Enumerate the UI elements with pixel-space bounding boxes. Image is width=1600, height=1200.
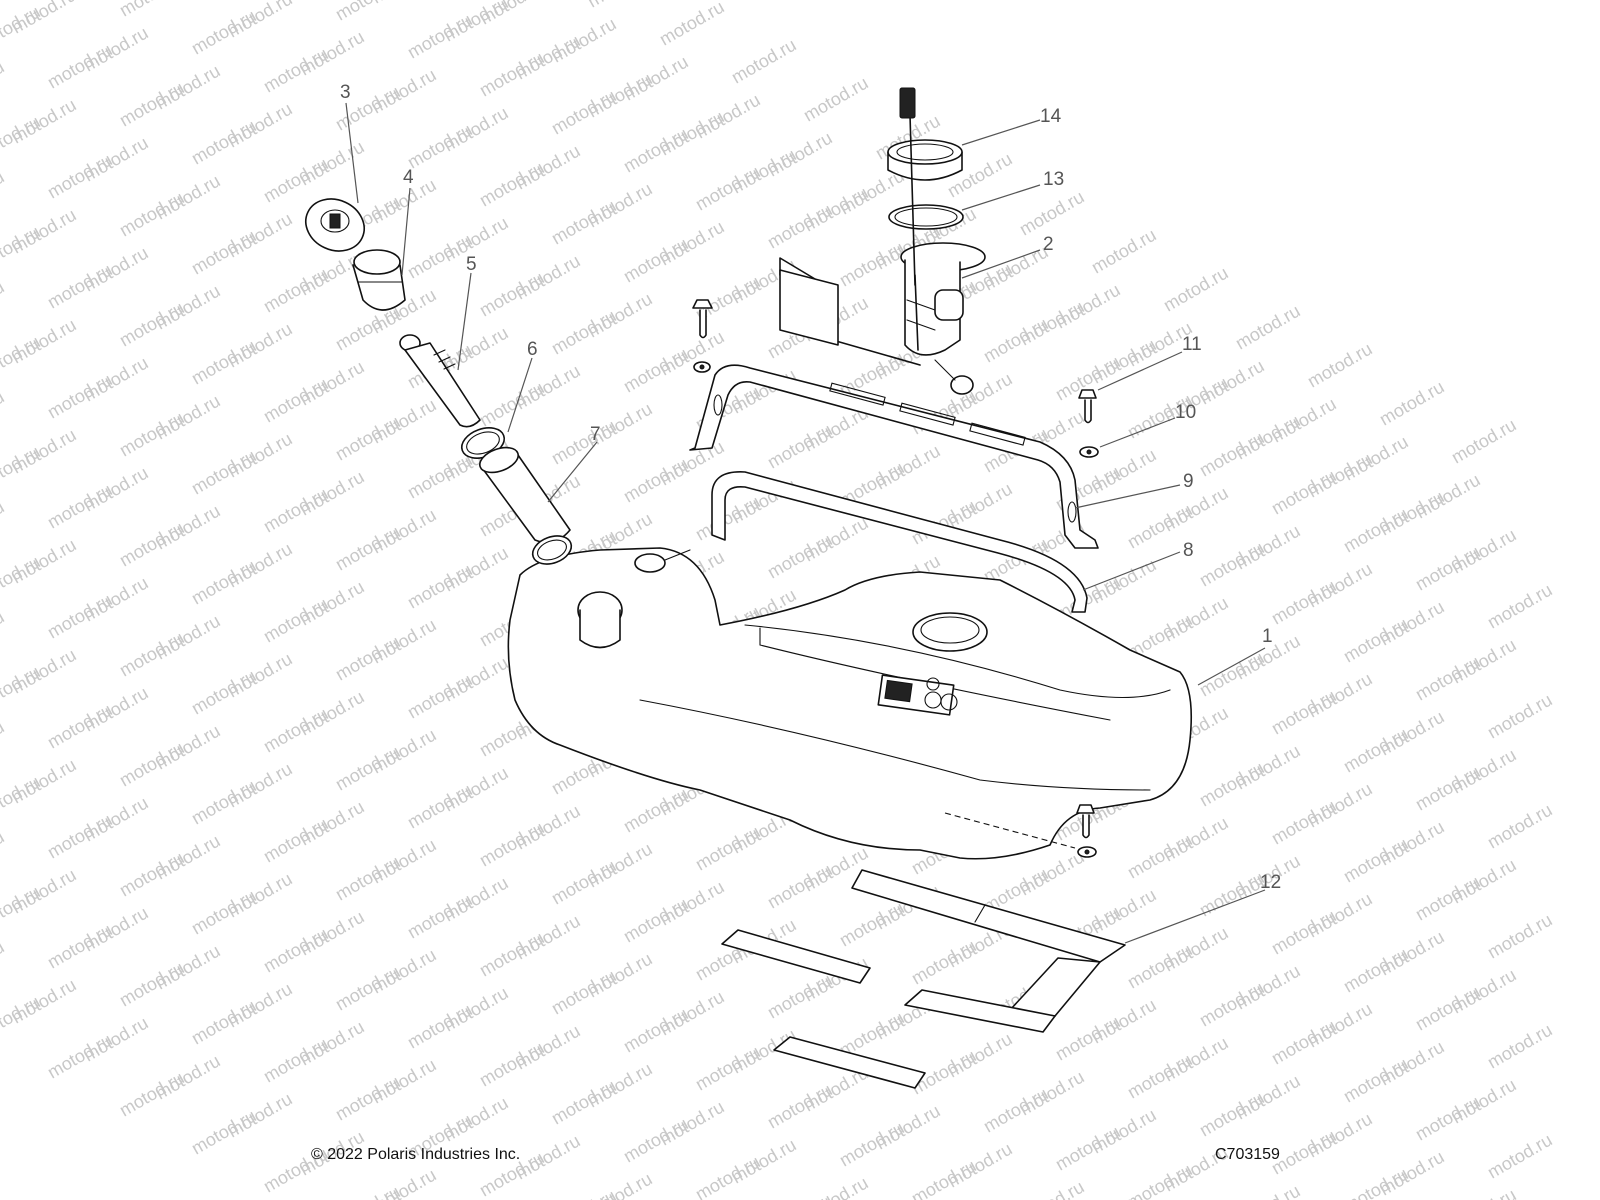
callout-number: 9 (1183, 471, 1194, 492)
watermark-text: motod.ru (0, 662, 44, 715)
callout-3: 3 (340, 82, 359, 204)
watermark-text: motod.ru (800, 1173, 872, 1200)
callout-number: 5 (466, 254, 477, 275)
watermark-text: motod.ru (0, 992, 44, 1045)
callout-number: 3 (340, 82, 351, 103)
watermark-text: motod.ru (0, 772, 44, 825)
bolt-right (1078, 389, 1099, 458)
callout-number: 2 (1043, 234, 1054, 255)
watermark-text: motod.ru (908, 1156, 980, 1200)
pump-lock-ring (887, 87, 963, 286)
filler-pipe (404, 342, 481, 428)
watermark-text: motod.ru (1016, 1177, 1088, 1200)
watermark-text: motod.ru (1340, 1164, 1412, 1200)
watermark-text: motod.ru (764, 1190, 836, 1200)
bolt-left (692, 299, 713, 373)
fuel-cap (305, 198, 365, 252)
watermark-text: motod.ru (1304, 339, 1376, 392)
watermark-text: motod.ru (0, 112, 44, 165)
watermark-text: motod.ru (1016, 187, 1088, 240)
callout-10: 10 (1099, 402, 1196, 448)
tank-strap-upper (689, 364, 1099, 549)
callout-number: 11 (1182, 334, 1202, 355)
callout-8: 8 (1082, 540, 1194, 591)
watermark-text: motod.ru (0, 277, 8, 330)
watermark-text: motod.ru (0, 717, 8, 770)
callout-number: 7 (590, 424, 601, 445)
callout-number: 12 (1260, 872, 1281, 893)
fuel-pump-assembly (779, 242, 986, 395)
watermark-text: motod.ru (1484, 580, 1556, 633)
callout-9: 9 (1074, 471, 1194, 509)
callout-2: 2 (961, 234, 1054, 279)
tank-pads (721, 869, 1126, 1089)
watermark-layer: motod.rumotod.rumotod.rumotod.rumotod.ru… (0, 0, 1556, 1200)
callout-7: 7 (547, 424, 601, 503)
watermark-text: motod.ru (0, 387, 8, 440)
callout-12: 12 (1124, 872, 1281, 944)
watermark-text: motod.ru (0, 167, 8, 220)
watermark-text: motod.ru (332, 0, 404, 24)
watermark-text: motod.ru (800, 73, 872, 126)
watermark-text: motod.ru (0, 222, 44, 275)
callout-1: 1 (1197, 626, 1273, 686)
watermark-text: motod.ru (1160, 263, 1232, 316)
watermark-text: motod.ru (656, 0, 728, 49)
watermark-text: motod.ru (1484, 910, 1556, 963)
fuel-tank (507, 547, 1193, 860)
watermark-text: motod.ru (1484, 1020, 1556, 1073)
pump-seal-ring (888, 204, 964, 230)
watermark-text: motod.ru (0, 607, 8, 660)
filler-adapter (352, 249, 421, 352)
watermark-text: motod.ru (0, 332, 44, 385)
copyright-text: © 2022 Polaris Industries Inc. (311, 1146, 521, 1163)
watermark-text: motod.ru (0, 552, 44, 605)
watermark-text: motod.ru (0, 442, 44, 495)
watermark-text: motod.ru (0, 497, 8, 550)
watermark-text: motod.ru (584, 0, 656, 11)
watermark-text: motod.ru (728, 35, 800, 88)
callout-5: 5 (457, 254, 477, 371)
watermark-text: motod.ru (1088, 225, 1160, 278)
callout-13: 13 (961, 169, 1064, 211)
watermark-text: motod.ru (1484, 1130, 1556, 1183)
watermark-text: motod.ru (1484, 800, 1556, 853)
callout-number: 4 (403, 167, 414, 188)
watermark-text: motod.ru (0, 937, 8, 990)
callout-number: 8 (1183, 540, 1194, 561)
watermark-text: motod.ru (152, 0, 224, 3)
filler-hose (479, 446, 573, 565)
watermark-text: motod.ru (332, 1182, 404, 1200)
watermark-text: motod.ru (0, 882, 44, 935)
tank-strap-lower (711, 471, 1088, 613)
watermark-text: motod.ru (0, 57, 8, 110)
watermark-text: motod.ru (1484, 690, 1556, 743)
figure-id: C703159 (1215, 1146, 1280, 1163)
bolt-bottom (1076, 804, 1097, 858)
watermark-text: motod.ru (1376, 377, 1448, 430)
callout-11: 11 (1097, 334, 1202, 391)
callout-number: 10 (1175, 402, 1196, 423)
callout-number: 13 (1043, 169, 1064, 190)
watermark-text: motod.ru (0, 827, 8, 880)
watermark-text: motod.ru (1232, 301, 1304, 354)
watermark-text: motod.ru (1448, 415, 1520, 468)
watermark-text: motod.ru (0, 2, 44, 55)
callout-number: 1 (1262, 626, 1273, 647)
callout-number: 6 (527, 339, 538, 360)
watermark-text: motod.ru (116, 0, 188, 20)
watermark-text: motod.ru (1232, 1181, 1304, 1200)
watermark-text: motod.ru (1448, 1185, 1520, 1200)
callout-14: 14 (961, 106, 1062, 146)
callout-number: 14 (1040, 106, 1062, 127)
watermark-text: motod.ru (548, 1186, 620, 1200)
callout-4: 4 (401, 167, 414, 276)
callout-6: 6 (507, 339, 538, 433)
watermark-text: motod.ru (1124, 1160, 1196, 1200)
